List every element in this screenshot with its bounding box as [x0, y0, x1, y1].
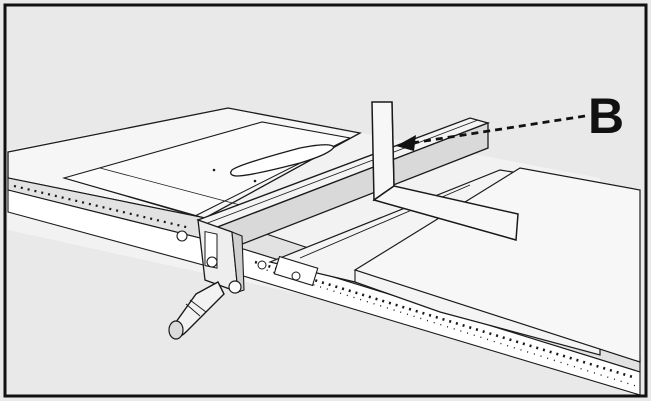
framing-square [371, 101, 519, 241]
callout-label-b: B [588, 88, 624, 144]
fence-rear-clamp [257, 255, 319, 287]
rip-fence [196, 117, 491, 249]
dashed-arrow-icon [396, 114, 586, 151]
hand-crank-icon [168, 281, 225, 340]
blade-slot [230, 144, 335, 177]
diagram-frame [3, 3, 648, 398]
fence-lock-head [176, 219, 245, 294]
